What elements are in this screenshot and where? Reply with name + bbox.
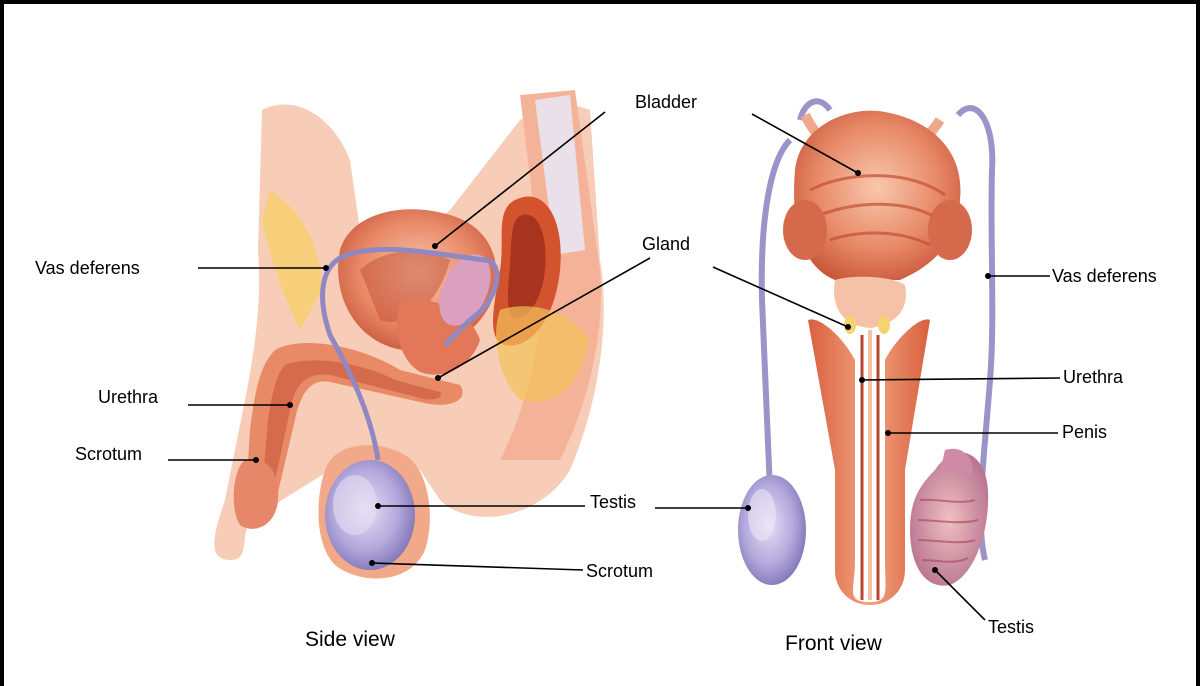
label-gland: Gland xyxy=(642,234,690,254)
caption-side-view: Side view xyxy=(305,630,395,650)
label-testis-side: Testis xyxy=(590,492,636,512)
label-vas-deferens-side: Vas deferens xyxy=(35,258,140,278)
label-testis-front: Testis xyxy=(988,617,1034,637)
label-penis: Penis xyxy=(1062,422,1107,442)
label-scrotum-side: Scrotum xyxy=(75,444,142,464)
label-urethra-front: Urethra xyxy=(1063,367,1123,387)
caption-front-view: Front view xyxy=(785,634,882,654)
label-bladder: Bladder xyxy=(635,92,697,112)
label-urethra-side: Urethra xyxy=(98,387,158,407)
label-vas-deferens-front: Vas deferens xyxy=(1052,266,1157,286)
label-scrotum-bottom: Scrotum xyxy=(586,561,653,581)
front-view-illustration xyxy=(738,101,992,605)
